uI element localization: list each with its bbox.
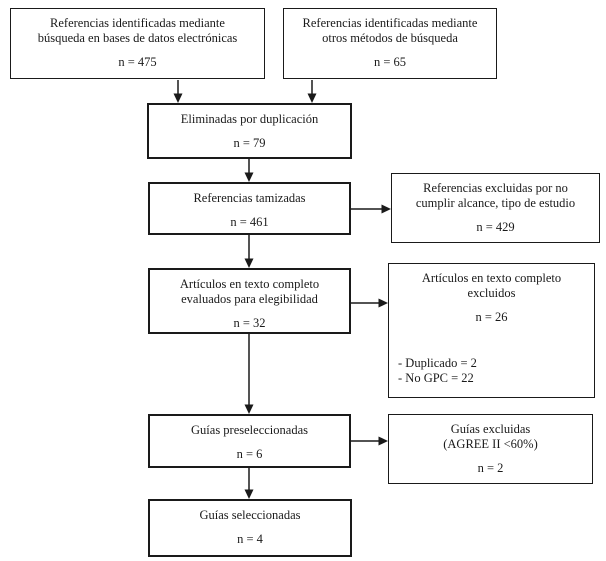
box-references-screened: Referencias tamizadas n = 461 — [148, 182, 351, 235]
box-label: Referencias identificadas mediante búsqu… — [37, 16, 238, 45]
box-n-count: n = 4 — [237, 532, 263, 546]
arrow-screened-to-excluded — [351, 204, 391, 214]
box-label: Referencias identificadas mediante otros… — [302, 16, 478, 45]
box-fulltext-excluded: Artículos en texto completo excluidos n … — [388, 263, 595, 398]
box-guidelines-excluded: Guías excluidas (AGREE II <60%) n = 2 — [388, 414, 593, 484]
box-n-count: n = 461 — [230, 215, 269, 229]
box-guidelines-selected: Guías seleccionadas n = 4 — [148, 499, 352, 557]
arrow-preselected-to-selected — [244, 468, 254, 499]
box-identified-databases: Referencias identificadas mediante búsqu… — [10, 8, 265, 79]
box-duplicates-removed: Eliminadas por duplicación n = 79 — [147, 103, 352, 159]
arrow-fulltext-to-excluded — [351, 298, 388, 308]
box-label: Referencias excluidas por no cumplir alc… — [415, 181, 576, 210]
arrow-fulltext-to-preselected — [244, 334, 254, 414]
box-n-count: n = 2 — [477, 461, 504, 475]
box-label: Referencias tamizadas — [193, 191, 306, 205]
box-fulltext-assessed: Artículos en texto completo evaluados pa… — [148, 268, 351, 334]
box-n-count: n = 79 — [233, 136, 266, 150]
box-guidelines-preselected: Guías preseleccionadas n = 6 — [148, 414, 351, 468]
box-label: Artículos en texto completo evaluados pa… — [179, 277, 320, 306]
box-n-count: n = 475 — [118, 55, 157, 69]
box-identified-other-methods: Referencias identificadas mediante otros… — [283, 8, 497, 79]
box-label: Guías seleccionadas — [199, 508, 301, 522]
arrow-screened-to-fulltext — [244, 235, 254, 268]
box-n-count: n = 65 — [373, 55, 407, 69]
box-n-count: n = 429 — [476, 220, 515, 234]
box-n-count: n = 26 — [475, 310, 508, 324]
box-references-excluded: Referencias excluidas por no cumplir alc… — [391, 173, 600, 243]
arrow-duplicates-to-screened — [244, 159, 254, 182]
arrow-other-to-duplicates — [307, 80, 317, 103]
box-n-count: n = 32 — [233, 316, 266, 330]
box-label: Artículos en texto completo excluidos — [421, 271, 562, 300]
arrow-preselected-to-excluded — [351, 436, 388, 446]
arrow-databases-to-duplicates — [173, 80, 183, 103]
box-label: Eliminadas por duplicación — [180, 112, 319, 126]
box-label: Guías excluidas (AGREE II <60%) — [443, 422, 538, 451]
box-label: Guías preseleccionadas — [191, 423, 308, 437]
box-n-count: n = 6 — [236, 447, 263, 461]
exclusion-reasons-list: - Duplicado = 2 - No GPC = 22 — [398, 356, 477, 385]
